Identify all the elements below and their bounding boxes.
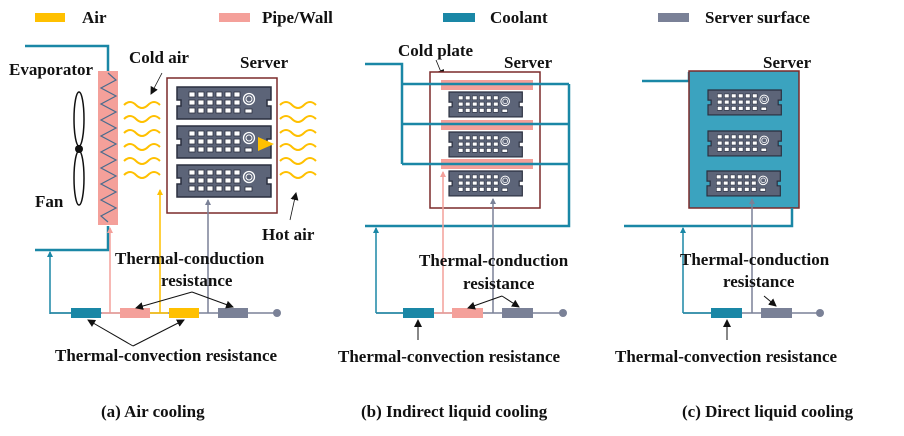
cold-air-waves xyxy=(123,101,161,179)
server-unit xyxy=(707,89,782,116)
legend: Air Pipe/Wall Coolant Server surface xyxy=(35,8,810,27)
panel-air-cooling: Evaporator Fan Cold air Server Hot air xyxy=(9,44,317,421)
panel-direct-liquid-cooling: Server Thermal-conduction resistance The… xyxy=(615,53,854,421)
resistor-chain-a xyxy=(50,308,281,318)
fan-icon xyxy=(73,91,85,206)
caption-a: (a) Air cooling xyxy=(101,402,205,421)
legend-swatch-pipe-wall xyxy=(219,13,250,22)
evaporator-coil xyxy=(99,72,118,223)
resistor-server-surface xyxy=(761,308,792,318)
resistor-server-surface xyxy=(502,308,533,318)
legend-item-server-surface: Server surface xyxy=(658,8,810,27)
resistor-pipe-wall xyxy=(120,308,150,318)
server-unit xyxy=(707,130,782,157)
conduction-pointer xyxy=(501,295,520,308)
server-unit xyxy=(448,170,523,197)
resistor-chain-c xyxy=(683,308,824,318)
caption-b: (b) Indirect liquid cooling xyxy=(361,402,548,421)
legend-label-coolant: Coolant xyxy=(490,8,548,27)
legend-swatch-server-surface xyxy=(658,13,689,22)
label-conduction-c: Thermal-conduction xyxy=(680,250,830,269)
conduction-pointer xyxy=(763,295,777,307)
coolant-inlet-c xyxy=(642,72,691,83)
cold-air-pointer xyxy=(150,72,163,95)
server-unit xyxy=(448,91,523,118)
label-hot-air: Hot air xyxy=(262,225,315,244)
server-unit xyxy=(448,131,523,158)
conduction-pointer xyxy=(191,291,234,309)
legend-item-pipe-wall: Pipe/Wall xyxy=(219,8,333,27)
conduction-pointer xyxy=(467,295,503,310)
label-fan: Fan xyxy=(35,192,64,211)
server-unit xyxy=(706,170,781,197)
label-conduction-b-2: resistance xyxy=(463,274,535,293)
caption-c: (c) Direct liquid cooling xyxy=(682,402,854,421)
label-server-b: Server xyxy=(504,53,553,72)
server-unit xyxy=(176,164,272,198)
label-cold-plate: Cold plate xyxy=(398,41,474,60)
label-server-c: Server xyxy=(763,53,812,72)
resistor-air xyxy=(169,308,199,318)
legend-item-coolant: Coolant xyxy=(443,8,548,27)
resistor-coolant xyxy=(403,308,434,318)
label-conduction-a-2: resistance xyxy=(161,271,233,290)
label-evaporator: Evaporator xyxy=(9,60,94,79)
legend-swatch-coolant xyxy=(443,13,475,22)
convection-pointer xyxy=(132,319,185,347)
coolant-outlet-c xyxy=(624,208,794,228)
resistor-coolant xyxy=(711,308,742,318)
label-conduction-b: Thermal-conduction xyxy=(419,251,569,270)
label-server-a: Server xyxy=(240,53,289,72)
legend-item-air: Air xyxy=(35,8,107,27)
label-convection-b: Thermal-convection resistance xyxy=(338,347,561,366)
legend-label-air: Air xyxy=(82,8,107,27)
convection-pointer xyxy=(87,319,134,347)
airflow-arrowhead xyxy=(258,137,274,151)
legend-label-server-surface: Server surface xyxy=(705,8,810,27)
resistor-pipe-wall xyxy=(452,308,483,318)
coolant-line-top xyxy=(25,44,110,72)
resistor-coolant xyxy=(71,308,101,318)
panel-indirect-liquid-cooling: Cold plate Server Therm xyxy=(338,41,571,421)
label-convection-a: Thermal-convection resistance xyxy=(55,346,278,365)
coolant-pipes-b xyxy=(365,62,571,228)
legend-swatch-air xyxy=(35,13,65,22)
conduction-pointer xyxy=(135,291,193,310)
label-cold-air: Cold air xyxy=(129,48,189,67)
label-conduction-c-2: resistance xyxy=(723,272,795,291)
terminal-node xyxy=(273,309,281,317)
hot-air-waves xyxy=(279,101,317,179)
label-convection-c: Thermal-convection resistance xyxy=(615,347,838,366)
legend-label-pipe-wall: Pipe/Wall xyxy=(262,8,333,27)
label-conduction-a: Thermal-conduction xyxy=(115,249,265,268)
hot-air-pointer xyxy=(289,192,299,221)
terminal-node xyxy=(559,309,567,317)
server-unit xyxy=(176,86,272,120)
terminal-node xyxy=(816,309,824,317)
resistor-server-surface xyxy=(218,308,248,318)
resistor-chain-b xyxy=(376,308,567,318)
coolant-line-bottom xyxy=(35,226,110,252)
